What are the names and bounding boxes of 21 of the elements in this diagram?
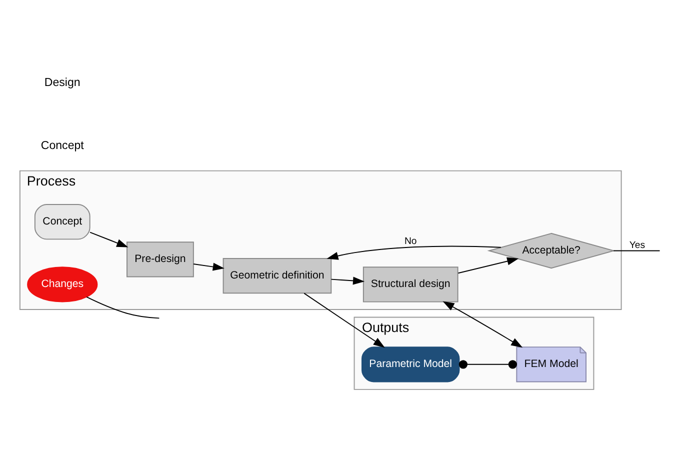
connector (86, 296, 160, 318)
arrow (304, 292, 385, 348)
edge-label: Yes (629, 239, 646, 250)
label: Design (44, 76, 80, 89)
node-box: Geometric definition (222, 257, 332, 294)
connector (458, 360, 518, 368)
node-ellipse: Changes (27, 266, 98, 302)
label: Concept (40, 139, 84, 152)
node-box: Structural design (362, 266, 458, 302)
arrow (193, 262, 224, 270)
arrow (326, 245, 502, 260)
edge-label: No (404, 236, 417, 247)
arrow (458, 256, 519, 274)
node-box: Pre-design (126, 241, 194, 277)
arrow (442, 300, 523, 348)
arrow (330, 276, 365, 284)
node-box: Concept (34, 204, 90, 240)
node-diamond: Acceptable? (487, 232, 616, 268)
connector (613, 250, 660, 251)
arrow (90, 231, 128, 247)
node-box: Parametric Model (362, 346, 460, 382)
